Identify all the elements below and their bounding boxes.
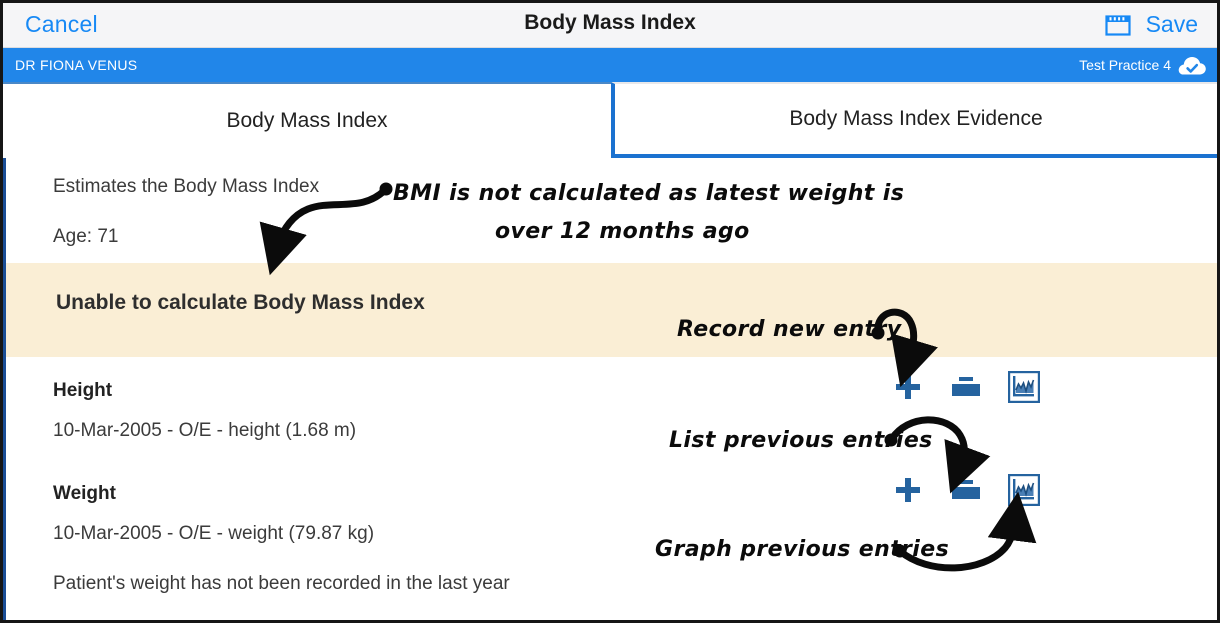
practice-context-bar: DR FIONA VENUS Test Practice 4 [3, 48, 1217, 82]
clinician-name: DR FIONA VENUS [15, 57, 138, 73]
alert-banner: Unable to calculate Body Mass Index [6, 263, 1217, 357]
tab-bar: Body Mass Index Body Mass Index Evidence [3, 82, 1217, 158]
tab-body-mass-index[interactable]: Body Mass Index [3, 82, 613, 158]
patient-age: Age: 71 [53, 226, 119, 247]
top-navigation-bar: Cancel Body Mass Index Save [3, 3, 1217, 48]
save-button[interactable]: Save [1145, 11, 1198, 37]
weight-section-title: Weight [53, 483, 116, 504]
practice-name: Test Practice 4 [1079, 57, 1171, 73]
form-description: Estimates the Body Mass Index [53, 176, 320, 197]
add-icon[interactable] [892, 474, 924, 506]
weight-value: 10-Mar-2005 - O/E - weight (79.87 kg) [53, 523, 375, 544]
cancel-button[interactable]: Cancel [25, 11, 98, 37]
tab-label: Body Mass Index Evidence [789, 107, 1043, 130]
main-content: Estimates the Body Mass Index Age: 71 Un… [3, 158, 1217, 620]
folder-icon[interactable] [950, 371, 982, 403]
cloud-check-icon[interactable] [1177, 55, 1207, 77]
weight-note: Patient's weight has not been recorded i… [53, 573, 510, 594]
graph-icon[interactable] [1007, 473, 1041, 507]
tab-label: Body Mass Index [226, 109, 388, 132]
folder-icon[interactable] [950, 474, 982, 506]
graph-icon[interactable] [1007, 370, 1041, 404]
weight-actions [892, 473, 1041, 507]
height-section-title: Height [53, 380, 113, 401]
height-value: 10-Mar-2005 - O/E - height (1.68 m) [53, 420, 357, 441]
page-title: Body Mass Index [524, 11, 696, 34]
alert-message: Unable to calculate Body Mass Index [56, 291, 425, 314]
calendar-icon[interactable] [1104, 13, 1132, 37]
tab-body-mass-index-evidence[interactable]: Body Mass Index Evidence [611, 82, 1217, 158]
add-icon[interactable] [892, 371, 924, 403]
height-actions [892, 370, 1041, 404]
